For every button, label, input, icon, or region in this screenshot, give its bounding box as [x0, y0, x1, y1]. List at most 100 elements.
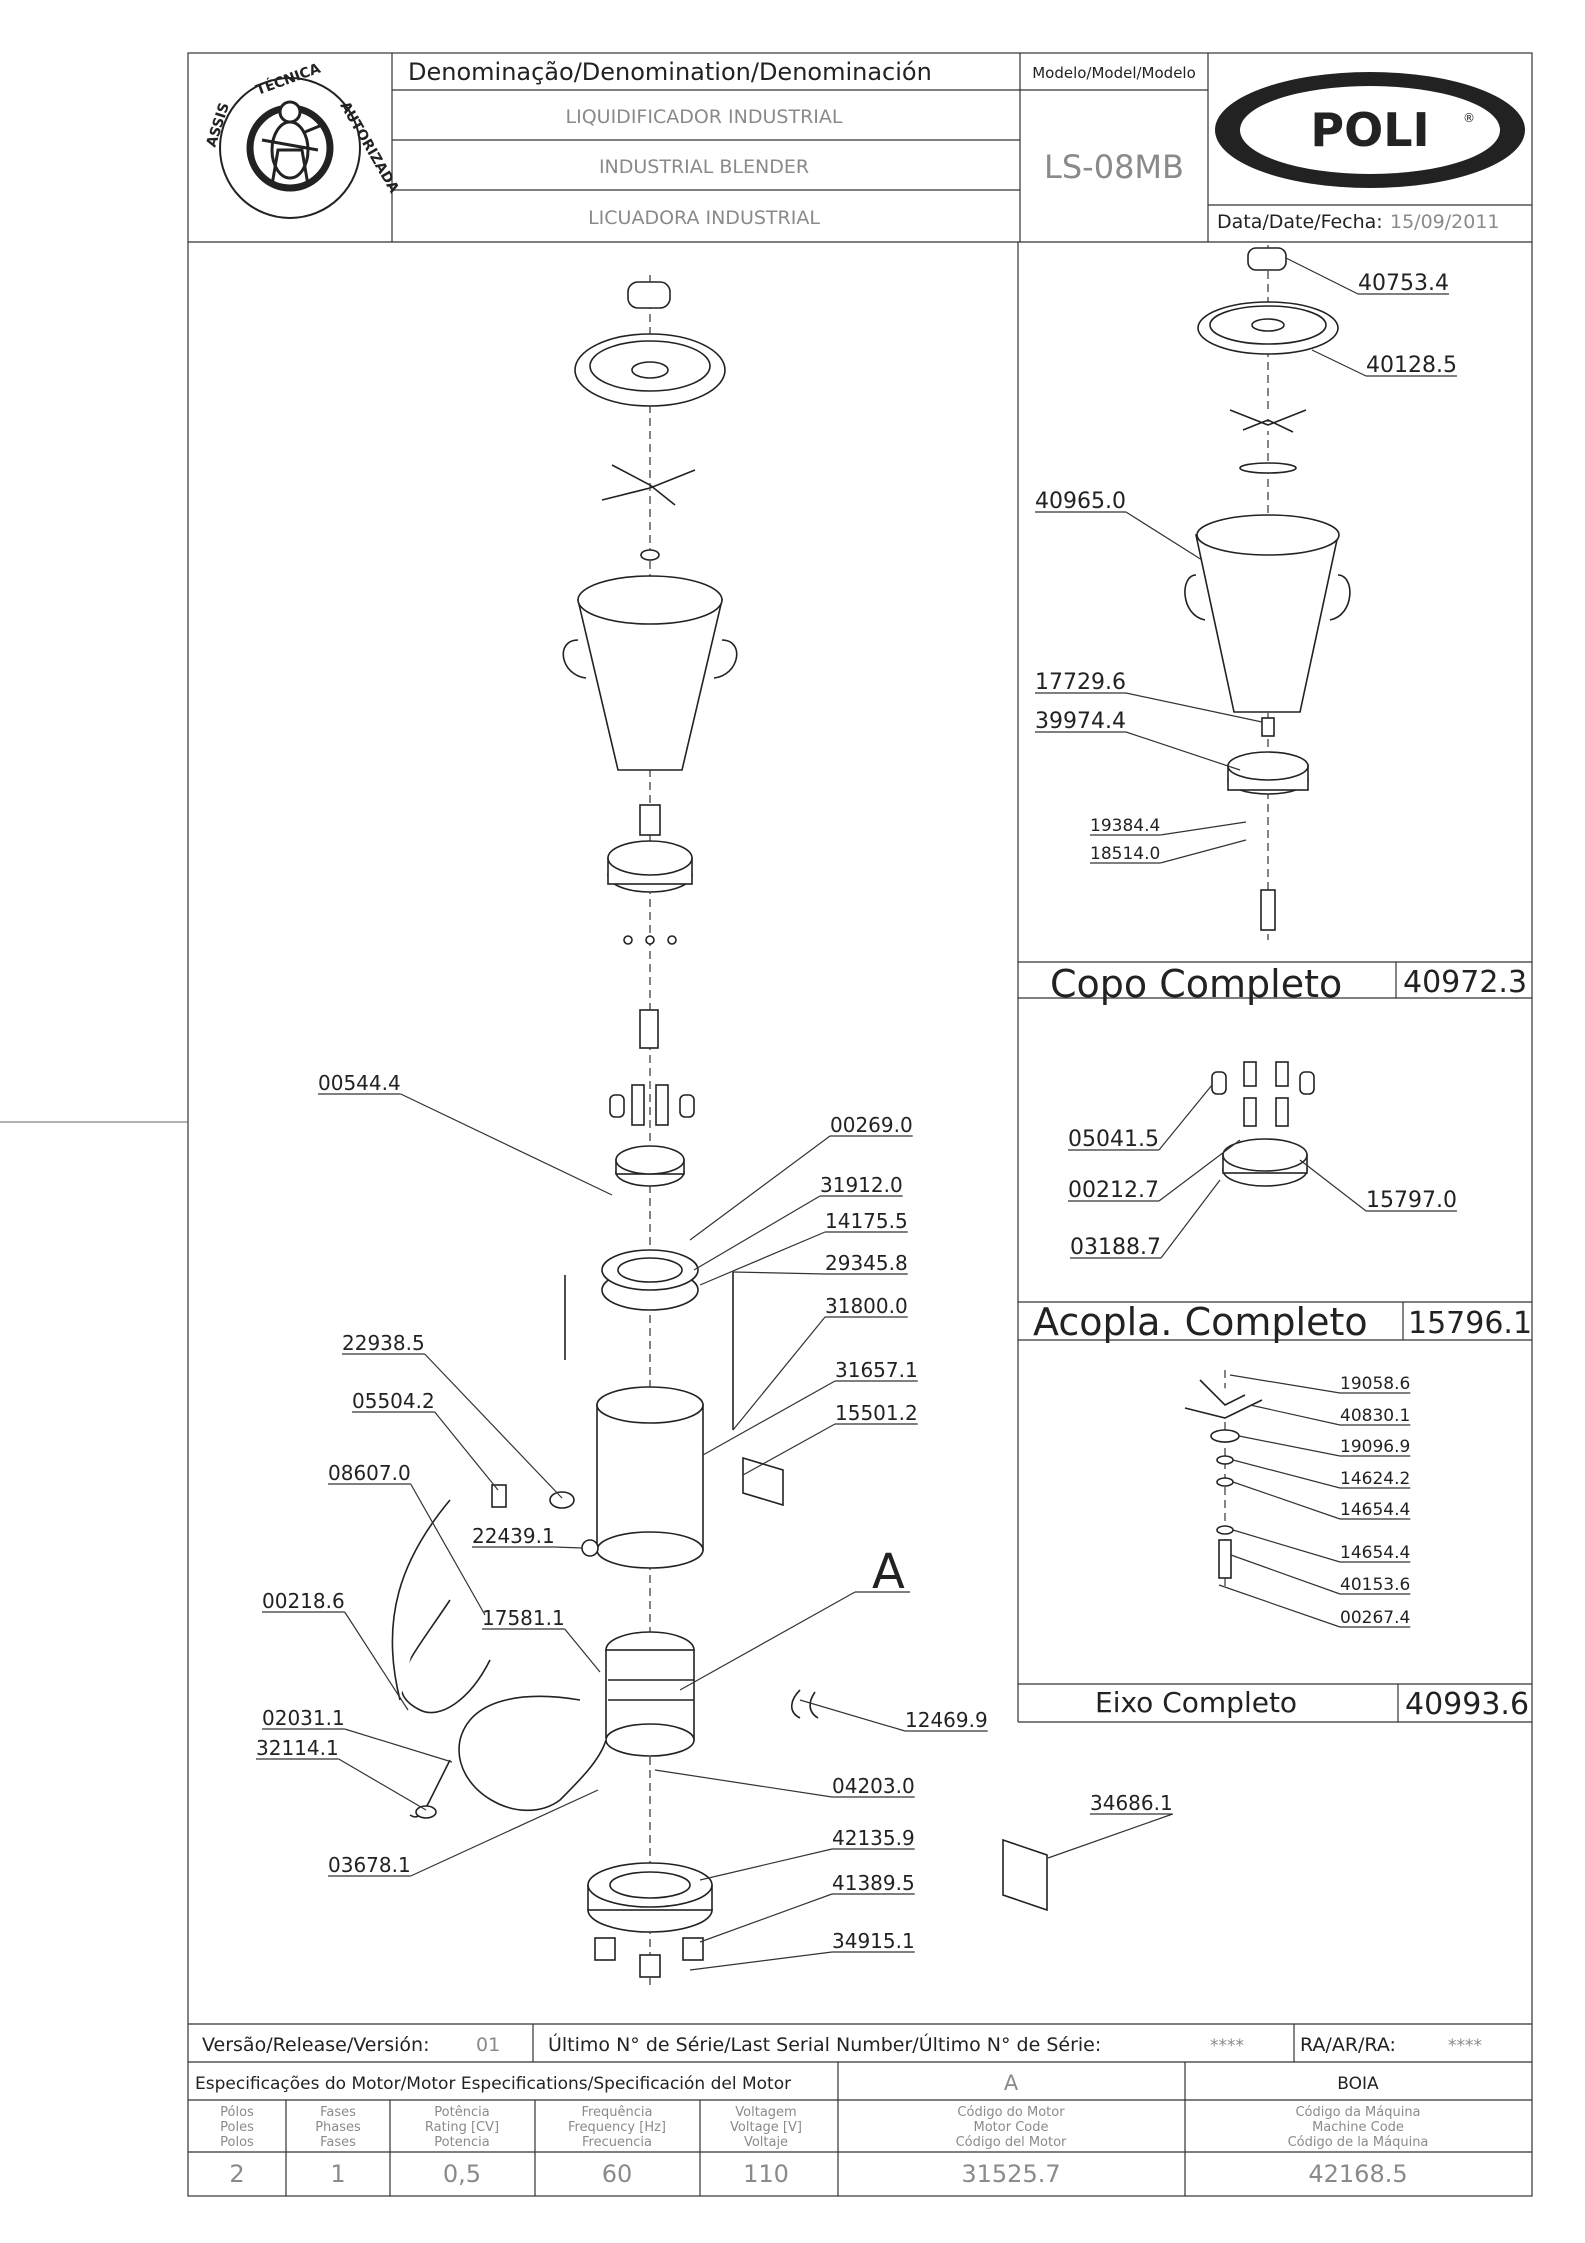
callout-40753.4: 40753.4 [1285, 257, 1449, 296]
name-en: INDUSTRIAL BLENDER [599, 156, 809, 178]
callout-40830.1: 40830.1 [1249, 1404, 1411, 1426]
callout-22439.1: 22439.1 [472, 1524, 583, 1549]
svg-text:Potencia: Potencia [434, 2135, 489, 2150]
spec-column-machine-code: Código da Máquina Machine Code Código de… [1288, 2105, 1429, 2188]
callout-08607.0: 08607.0 [328, 1461, 486, 1616]
callout-04203.0: 04203.0 [654, 1769, 915, 1798]
svg-text:40965.0: 40965.0 [1035, 489, 1126, 514]
view-a-label: A [872, 1544, 905, 1600]
machine-code-value: 42168.5 [1308, 2160, 1407, 2188]
spec-column-frequency: Frequência Frequency [Hz] Frecuencia 60 [568, 2105, 666, 2188]
callout-22938.5: 22938.5 [342, 1331, 563, 1499]
ra-label: RA/AR/RA: [1300, 2034, 1396, 2056]
svg-text:34915.1: 34915.1 [832, 1929, 915, 1953]
svg-text:14654.4: 14654.4 [1340, 1500, 1410, 1520]
motor-spec-label: Especificações do Motor/Motor Especifica… [195, 2074, 791, 2094]
callout-31912.0: 31912.0 [693, 1173, 903, 1271]
callout-00267.4: 00267.4 [1218, 1584, 1411, 1628]
callout-18514.0: 18514.0 [1090, 839, 1247, 864]
svg-text:Voltaje: Voltaje [744, 2135, 788, 2150]
spec-column-phases: Fases Phases Fases 1 [315, 2105, 361, 2188]
svg-text:40753.4: 40753.4 [1358, 271, 1449, 296]
svg-text:ASSIS: ASSIS [204, 101, 233, 149]
panel-code-acopla: 15796.1 [1408, 1306, 1532, 1341]
svg-text:®: ® [1463, 111, 1475, 125]
svg-text:Machine Code: Machine Code [1312, 2120, 1404, 2135]
callout-03188.7: 03188.7 [1070, 1179, 1221, 1260]
svg-text:17729.6: 17729.6 [1035, 670, 1126, 695]
panel-code-copo: 40972.3 [1403, 965, 1527, 1000]
callout-14175.5: 14175.5 [699, 1209, 908, 1286]
svg-text:03678.1: 03678.1 [328, 1853, 411, 1877]
spec-column-poles: Pólos Poles Polos 2 [220, 2105, 254, 2188]
cup-assembly-drawing [1184, 245, 1351, 940]
model-label: Modelo/Model/Modelo [1032, 64, 1196, 82]
svg-text:Voltagem: Voltagem [735, 2105, 796, 2120]
panel-title-acopla: Acopla. Completo [1033, 1300, 1368, 1344]
svg-text:42135.9: 42135.9 [832, 1826, 915, 1850]
date-label: Data/Date/Fecha: [1217, 211, 1383, 233]
serial-label: Último N° de Série/Last Serial Number/Úl… [548, 2032, 1101, 2056]
svg-text:Phases: Phases [315, 2120, 361, 2135]
callout-32114.1: 32114.1 [256, 1736, 427, 1811]
callout-14654.4: 14654.4 [1232, 1529, 1411, 1563]
svg-text:TÉCNICA: TÉCNICA [254, 60, 323, 99]
callout-05041.5: 05041.5 [1068, 1084, 1213, 1152]
callout-15797.0: 15797.0 [1299, 1159, 1457, 1213]
voltage-value: 110 [743, 2160, 789, 2188]
callout-29345.8: 29345.8 [732, 1251, 908, 1275]
svg-text:Código da Máquina: Código da Máquina [1295, 2105, 1420, 2120]
callout-40153.6: 40153.6 [1230, 1554, 1411, 1595]
svg-text:00544.4: 00544.4 [318, 1071, 401, 1095]
svg-text:22439.1: 22439.1 [472, 1524, 555, 1548]
svg-text:15797.0: 15797.0 [1366, 1188, 1457, 1213]
svg-text:00267.4: 00267.4 [1340, 1608, 1410, 1628]
callout-31800.0: 31800.0 [732, 1294, 908, 1431]
svg-text:Frecuencia: Frecuencia [582, 2135, 652, 2150]
callout-05504.2: 05504.2 [352, 1389, 499, 1491]
svg-text:17581.1: 17581.1 [482, 1606, 565, 1630]
callout-39974.4: 39974.4 [1035, 709, 1241, 771]
sheet-frame [187, 52, 1533, 2197]
rating-value: 0,5 [443, 2160, 481, 2188]
callout-40965.0: 40965.0 [1035, 489, 1203, 561]
callout-00212.7: 00212.7 [1068, 1139, 1241, 1203]
svg-text:19096.9: 19096.9 [1340, 1437, 1410, 1457]
panel-title-eixo: Eixo Completo [1095, 1686, 1297, 1719]
shaft-assembly-drawing [1184, 1370, 1263, 1590]
svg-text:05041.5: 05041.5 [1068, 1127, 1159, 1152]
svg-text:31912.0: 31912.0 [820, 1173, 903, 1197]
callout-00218.6: 00218.6 [262, 1589, 409, 1711]
svg-text:03188.7: 03188.7 [1070, 1235, 1161, 1260]
svg-text:40128.5: 40128.5 [1366, 353, 1457, 378]
denomination-label: Denominação/Denomination/Denominación [408, 58, 932, 86]
callout-19058.6: 19058.6 [1229, 1374, 1411, 1394]
svg-text:Rating [CV]: Rating [CV] [425, 2120, 499, 2135]
svg-text:Frequência: Frequência [581, 2105, 652, 2120]
callout-17729.6: 17729.6 [1035, 670, 1263, 723]
callout-00544.4: 00544.4 [318, 1071, 613, 1196]
callout-41389.5: 41389.5 [699, 1871, 915, 1943]
version-value: 01 [476, 2034, 500, 2056]
svg-text:14624.2: 14624.2 [1340, 1469, 1410, 1489]
svg-text:Poles: Poles [220, 2120, 254, 2135]
svg-text:00269.0: 00269.0 [830, 1113, 913, 1137]
svg-text:Potência: Potência [434, 2105, 489, 2120]
motor-code-value: 31525.7 [961, 2160, 1060, 2188]
poles-value: 2 [229, 2160, 244, 2188]
svg-text:Frequency [Hz]: Frequency [Hz] [568, 2120, 666, 2135]
right-panels: Copo Completo 40972.3 Acopla. Completo 1… [1017, 242, 1532, 1723]
svg-text:39974.4: 39974.4 [1035, 709, 1126, 734]
name-es: LICUADORA INDUSTRIAL [588, 207, 820, 229]
panel-title-copo: Copo Completo [1050, 962, 1342, 1006]
spec-column-motor-code: Código do Motor Motor Code Código del Mo… [956, 2105, 1067, 2188]
header: ASSIS TÉCNICA AUTORIZADA Denominação/Den… [188, 53, 1532, 243]
svg-text:Voltage [V]: Voltage [V] [730, 2120, 802, 2135]
svg-text:31800.0: 31800.0 [825, 1294, 908, 1318]
svg-text:40153.6: 40153.6 [1340, 1575, 1410, 1595]
callout-19096.9: 19096.9 [1238, 1435, 1411, 1457]
brand-name: POLI [1310, 103, 1429, 157]
coupling-assembly-drawing [1211, 1061, 1315, 1187]
svg-text:Pólos: Pólos [220, 2105, 254, 2120]
